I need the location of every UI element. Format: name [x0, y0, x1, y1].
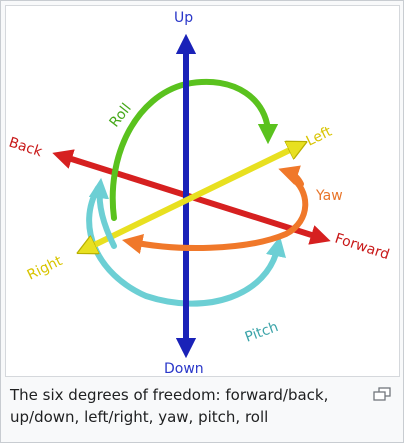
yaw-rotation-arrow-head-start: [278, 165, 304, 187]
label-forward: Forward: [333, 231, 392, 264]
label-yaw: Yaw: [315, 188, 343, 204]
label-pitch: Pitch: [243, 319, 281, 346]
label-up: Up: [174, 10, 193, 26]
figure-caption: The six degrees of freedom: forward/back…: [10, 386, 329, 426]
label-right: Right: [25, 253, 66, 284]
six-dof-diagram[interactable]: Up Down Back Forward Left Right Roll Yaw…: [5, 5, 400, 377]
label-back: Back: [7, 135, 45, 161]
diagram-svg: Up Down Back Forward Left Right Roll Yaw…: [7, 10, 392, 376]
enlarge-icon[interactable]: [371, 386, 393, 402]
pitch-rotation-arrow-front: [88, 177, 117, 249]
label-left: Left: [304, 123, 335, 149]
left-right-axis: [86, 146, 298, 249]
label-down: Down: [164, 361, 204, 376]
yaw-rotation-arrow: [122, 173, 309, 255]
